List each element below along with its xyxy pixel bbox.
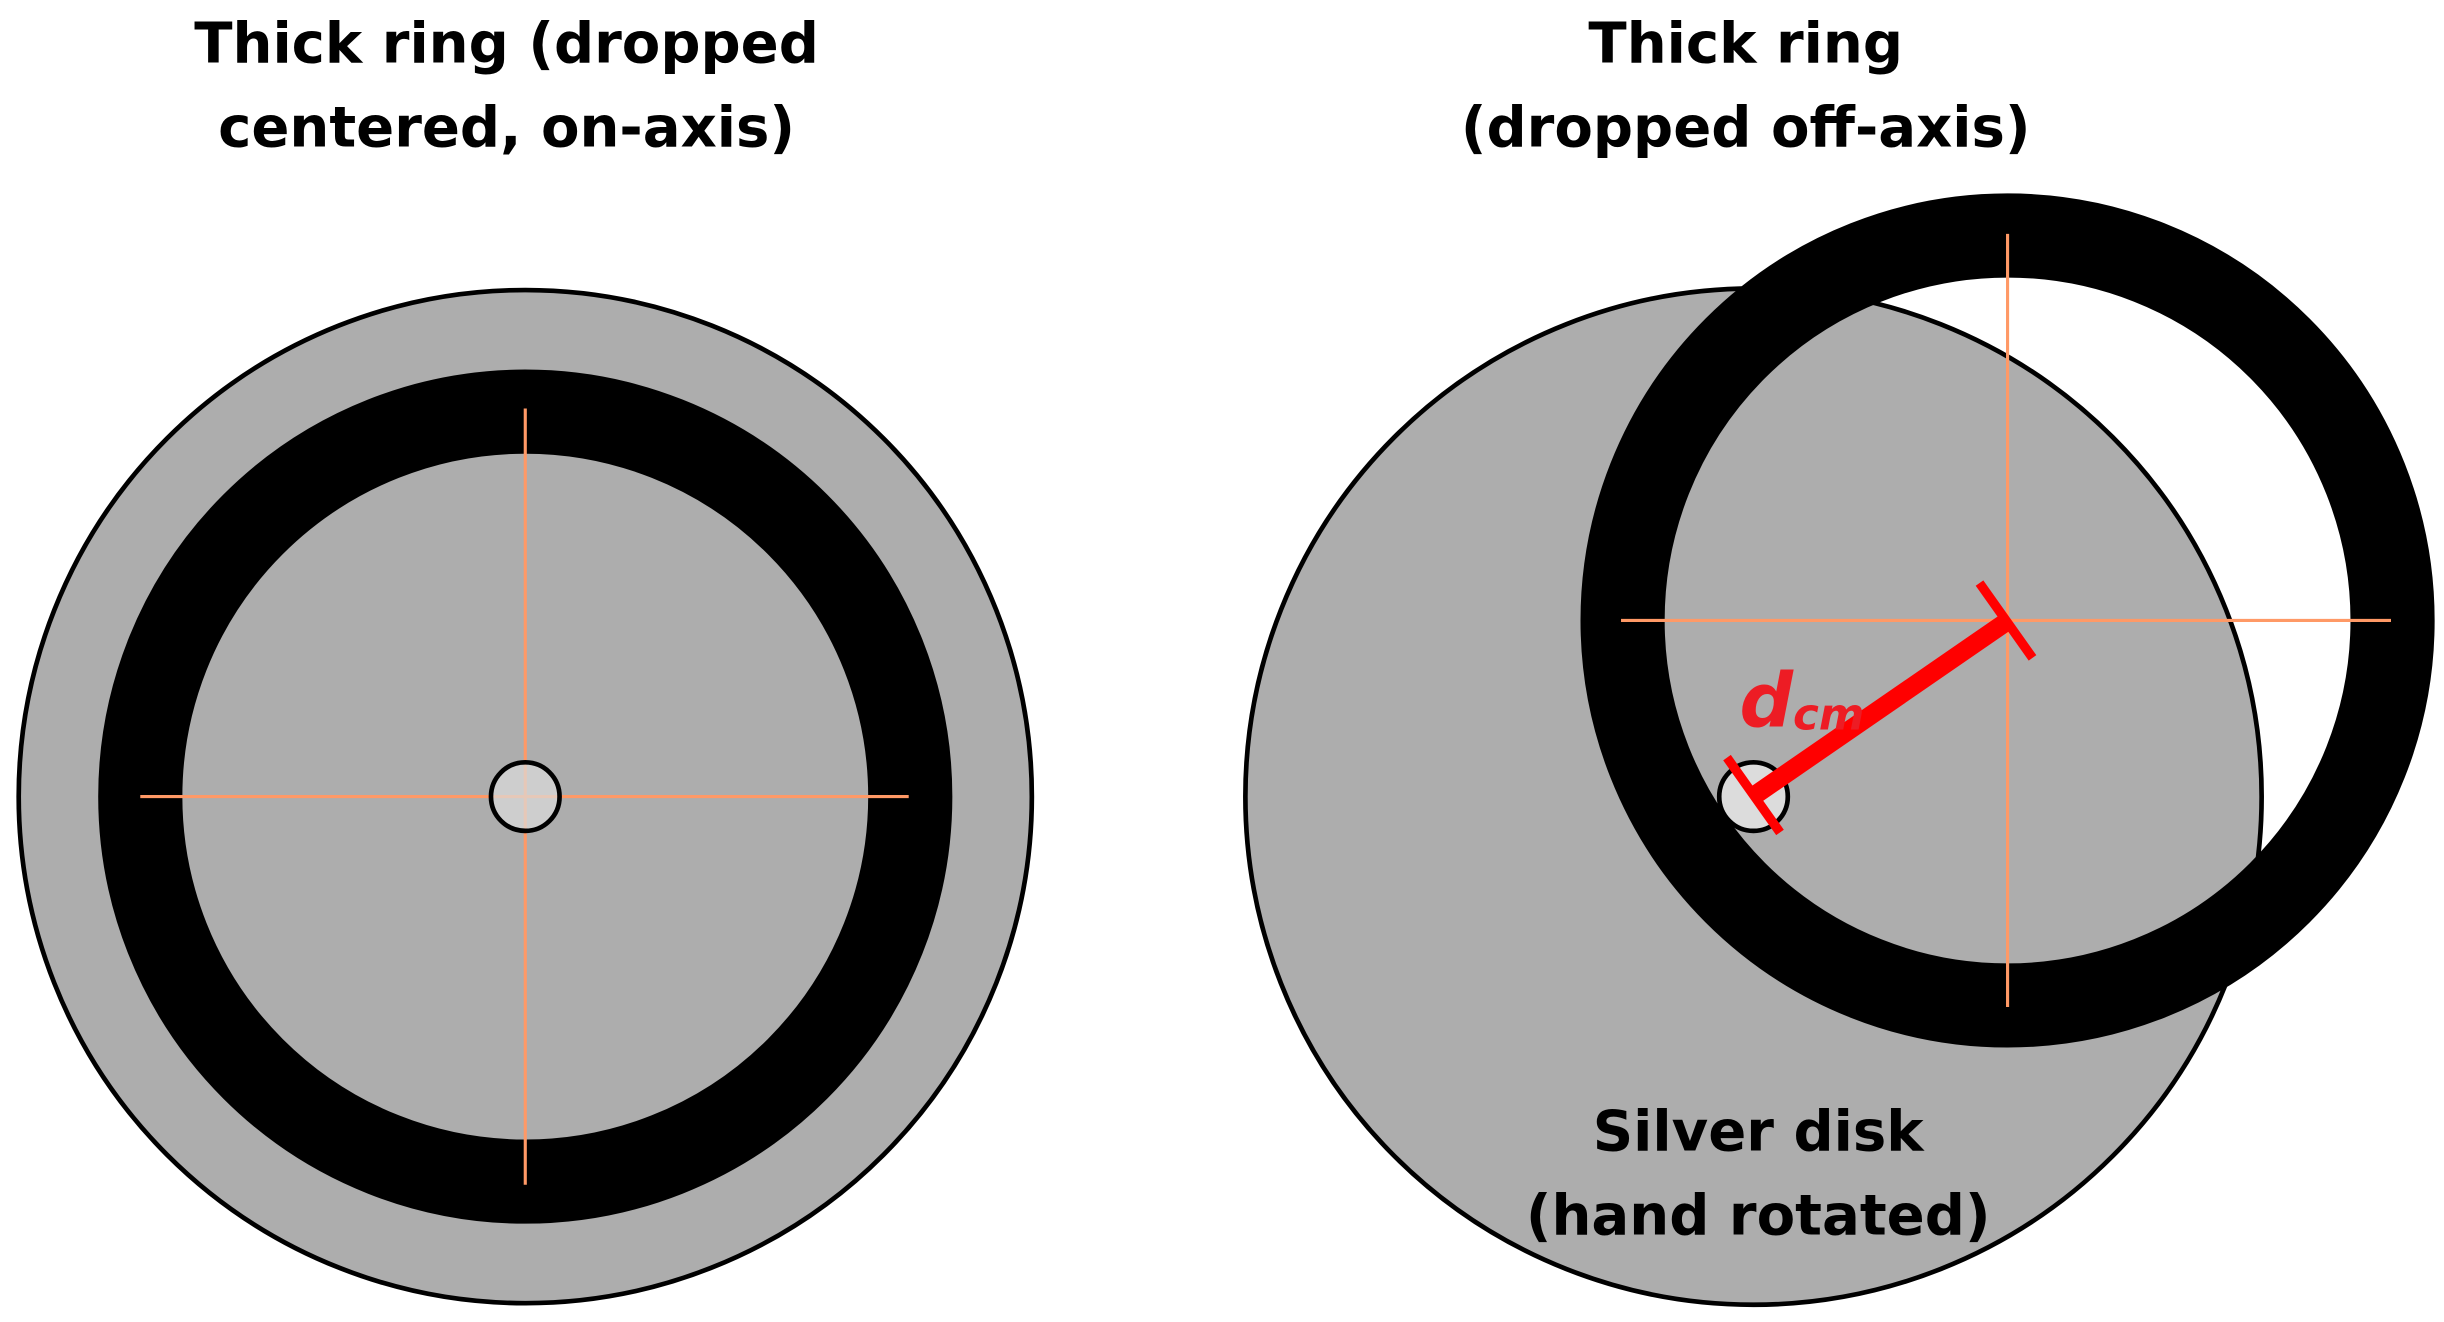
right-panel: Thick ring (dropped off-axis) dcm Silver… (1243, 11, 2435, 1308)
distance-label: dcm (1739, 657, 1864, 744)
left-title-line2: centered, on-axis) (218, 96, 795, 161)
disk-label-line2: (hand rotated) (1526, 1184, 1991, 1249)
distance-marker (1723, 580, 2037, 836)
left-panel: Thick ring (dropped centered, on-axis) (16, 11, 1035, 1306)
right-title-line1: Thick ring (1588, 11, 1903, 76)
right-title-line2: (dropped off-axis) (1461, 96, 2031, 161)
disk-label-line1: Silver disk (1593, 1099, 1926, 1164)
pivot-circle (488, 759, 562, 834)
left-title-line1: Thick ring (dropped (194, 11, 819, 76)
